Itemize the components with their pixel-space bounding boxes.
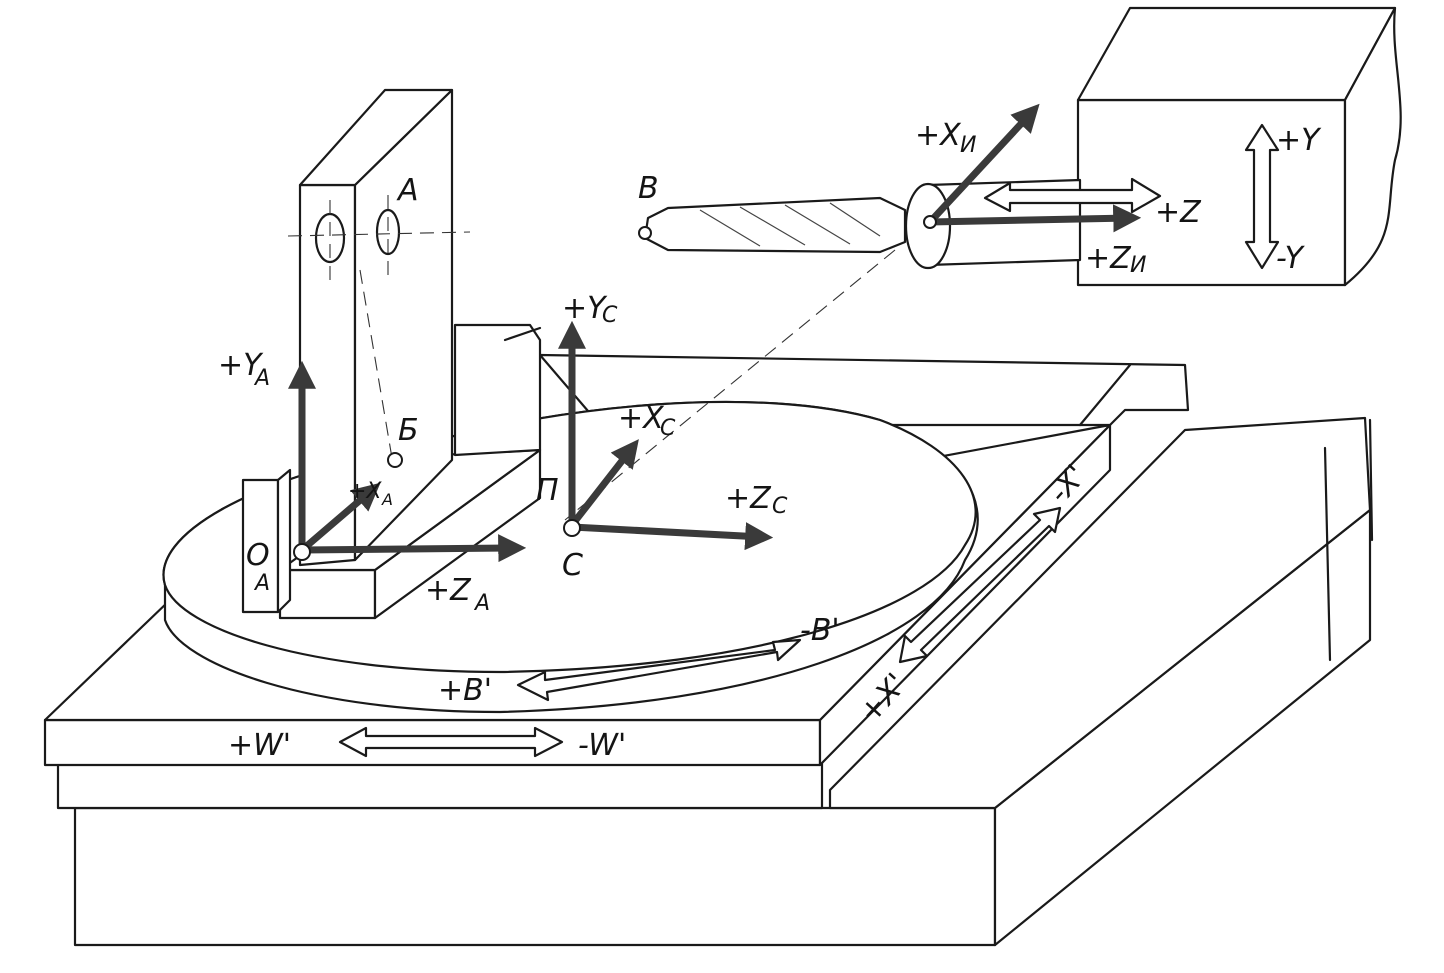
bed-edge-line [1323,446,1332,662]
w-axis-arrow [338,726,564,758]
fixture-axes [288,360,527,563]
point-b-tool-marker [638,226,652,240]
label-tool-z: +Z [1085,241,1132,276]
label-table-x: +X [618,401,665,436]
origin-o-marker [293,543,311,561]
x-axis-arrow [898,506,1062,664]
b-axis-arrow [516,638,802,702]
label-spindle-plus-y: +Y [1276,123,1322,158]
label-origin-sub: A [253,571,270,596]
drill-body [643,196,907,254]
plinth-front-face [56,758,824,810]
rib-edge [503,326,542,342]
bed-right-edge [1368,418,1374,542]
label-table-y-sub: C [602,303,618,328]
label-point-b: Б [398,413,419,448]
label-table-z: +Z [725,481,772,516]
label-minus-b: -B' [800,613,840,648]
table-x-axis [569,439,639,528]
point-b-marker [387,452,403,468]
label-table-y: +Y [562,291,608,326]
fixture-base-front [278,568,377,620]
table-axes [558,320,774,551]
spindle-y-arrow [1244,123,1280,270]
label-spindle-plus-z: +Z [1155,195,1202,230]
label-fixture-y: +Y [218,348,264,383]
drill-flute-1 [699,209,761,247]
upright-top-face [298,88,454,187]
label-fixture-z-sub: A [473,591,490,616]
machine-bed [56,416,1374,947]
label-spindle-minus-y: -Y [1276,241,1306,276]
x-slide-edge [1078,363,1132,427]
headstock-top [1076,6,1397,102]
drill-flute-2 [739,206,806,246]
label-origin-o: O [246,538,270,573]
drill-flute-3 [784,204,851,245]
fixture-z-axis [301,534,527,563]
point-c-marker [563,519,581,537]
bore-hole-2 [375,208,401,256]
tool-z-axis [929,204,1142,233]
drill-flute-4 [829,202,881,237]
label-table-z-sub: C [772,494,788,519]
label-fixture-x: +X [348,479,382,504]
spindle-head [564,6,1402,521]
fixture-x-axis [299,482,381,553]
label-table-x-sub: C [660,416,676,441]
tool-x-axis [927,103,1040,225]
headstock-side [1343,6,1402,287]
label-fixture-y-sub: A [253,366,270,391]
fixture-rib [453,323,542,457]
tool-axes [923,103,1142,233]
clamp-block-side [276,468,292,614]
spindle-z-arrow [983,177,1162,214]
label-tool-x-sub: И [960,133,976,158]
label-fixture-x-sub: A [381,490,393,509]
bore-centerline [287,231,471,237]
bed-front-face [73,806,997,947]
angle-plate [241,88,542,620]
label-minus-w: -W' [578,728,626,763]
bed-top-face [828,416,1372,810]
label-edge-p: П [536,473,559,508]
label-tool-x: +X [915,118,962,153]
label-plus-w: +W' [228,728,291,763]
table-z-axis [571,522,774,551]
tool-origin-marker [923,215,937,229]
tool-axis-projection [564,249,896,521]
label-face-a: A [396,173,419,208]
label-plus-b: +B' [438,673,492,708]
label-tool-tip-b: B [638,171,659,206]
label-tool-z-sub: И [1130,253,1146,278]
motion-arrows [338,123,1280,758]
fixture-diagonal [359,269,393,459]
label-point-c: C [562,548,583,583]
label-fixture-z: +Z [425,573,472,608]
